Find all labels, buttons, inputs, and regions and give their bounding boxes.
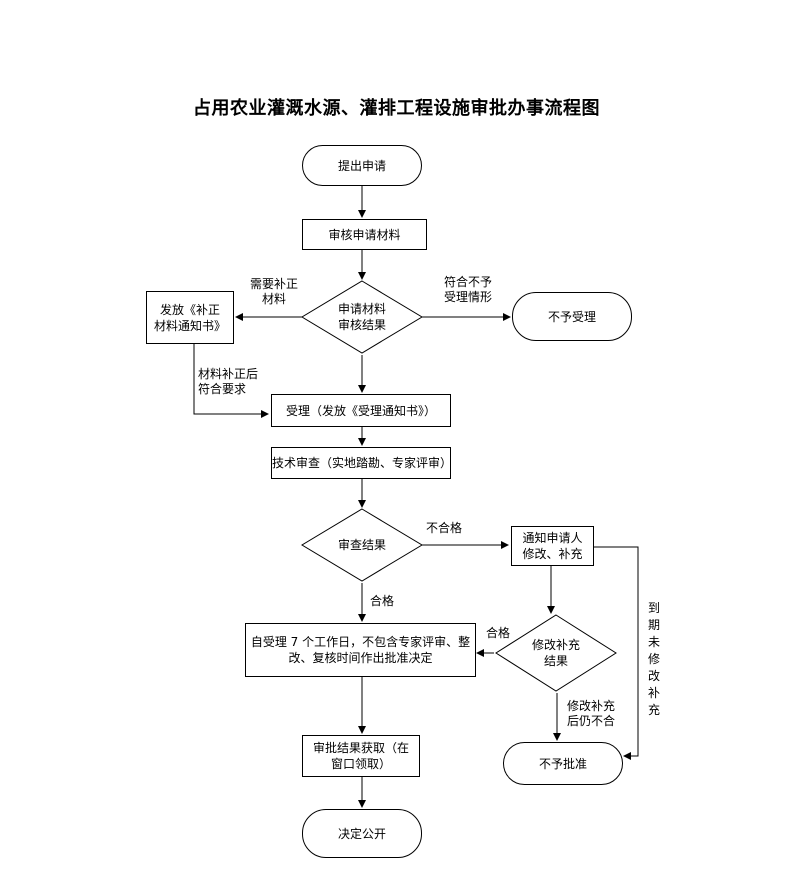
review-result-label: 申请材料 审核结果 bbox=[337, 302, 386, 332]
reject-accept-node: 不予受理 bbox=[512, 292, 632, 341]
decision-box: 自受理 7 个工作日，不包含专家评审、整 改、复核时间作出批准决定 bbox=[245, 623, 476, 677]
pass-label-main: 合格 bbox=[370, 594, 395, 608]
get-result-box: 审批结果获取（在 窗口领取） bbox=[302, 735, 420, 777]
tech-review-box: 技术审查（实地踏勘、专家评审） bbox=[271, 447, 452, 479]
still-fail-label: 修改补充 后仍不合 bbox=[567, 699, 616, 728]
not-eligible-label: 符合不予 受理情形 bbox=[443, 275, 492, 304]
publish-node: 决定公开 bbox=[302, 809, 422, 858]
need-supplement-label: 需要补正 材料 bbox=[249, 277, 298, 306]
submit-node: 提出申请 bbox=[302, 145, 422, 186]
arrow-notify-overdue-to-not-approved bbox=[594, 546, 639, 760]
revise-result-label: 修改补充 结果 bbox=[531, 638, 580, 668]
review-materials-box: 审核申请材料 bbox=[302, 219, 427, 250]
review-result-diamond bbox=[301, 280, 423, 354]
supplemented-label: 材料补正后 符合要求 bbox=[198, 367, 259, 396]
arrow-supplement-to-accept bbox=[193, 344, 269, 418]
supplement-notice-box: 发放《补正 材料通知书》 bbox=[146, 291, 234, 344]
accept-box: 受理（发放《受理通知书》） bbox=[271, 394, 451, 427]
fail-label: 不合格 bbox=[425, 521, 462, 535]
page-title: 占用农业灌溉水源、灌排工程设施审批办事流程图 bbox=[193, 98, 600, 119]
pass-label-revise: 合格 bbox=[485, 626, 510, 640]
check-result-label: 审查结果 bbox=[337, 538, 386, 552]
overdue-label: 到期未修改补充 bbox=[647, 601, 660, 717]
revise-result-diamond bbox=[495, 614, 617, 692]
not-approved-node: 不予批准 bbox=[503, 742, 623, 785]
notify-applicant-box: 通知申请人 修改、补充 bbox=[511, 526, 594, 566]
check-result-diamond bbox=[301, 508, 423, 582]
